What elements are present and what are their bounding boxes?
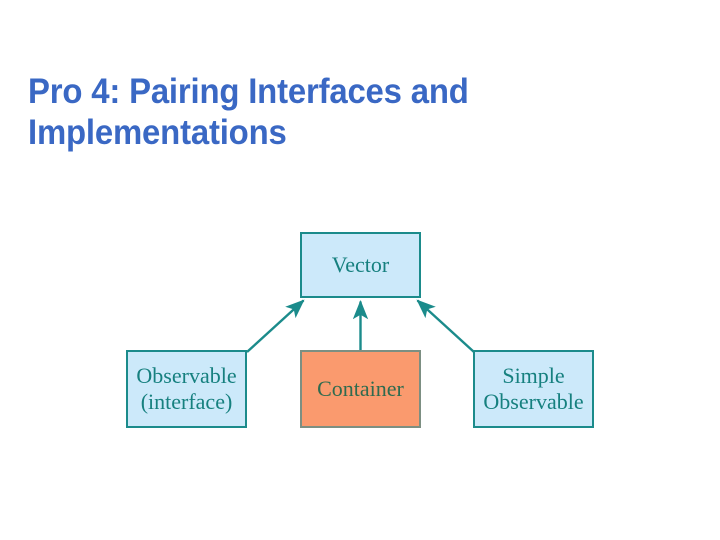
diagram-node-simple-observable[interactable]: Simple Observable bbox=[473, 350, 594, 428]
edge-simple-observable-to-vector bbox=[416, 299, 475, 353]
diagram-node-vector[interactable]: Vector bbox=[300, 232, 421, 298]
diagram-node-simple-observable-label: Simple Observable bbox=[479, 363, 587, 415]
page-title: Pro 4: Pairing Interfaces and Implementa… bbox=[28, 72, 469, 153]
diagram-node-observable-label: Observable (interface) bbox=[132, 363, 240, 415]
diagram-node-simple-observable-label-line2: Observable bbox=[483, 389, 584, 414]
diagram-node-vector-label: Vector bbox=[331, 252, 390, 277]
diagram-node-container[interactable]: Container bbox=[300, 350, 421, 428]
edge-observable-to-vector bbox=[246, 299, 305, 353]
diagram-node-observable-label-line1: Observable bbox=[136, 363, 237, 388]
diagram-node-observable[interactable]: Observable (interface) bbox=[126, 350, 247, 428]
diagram-node-observable-label-line2: (interface) bbox=[140, 389, 233, 414]
diagram-node-simple-observable-label-line1: Simple bbox=[502, 363, 565, 388]
diagram-node-container-label: Container bbox=[317, 376, 404, 401]
